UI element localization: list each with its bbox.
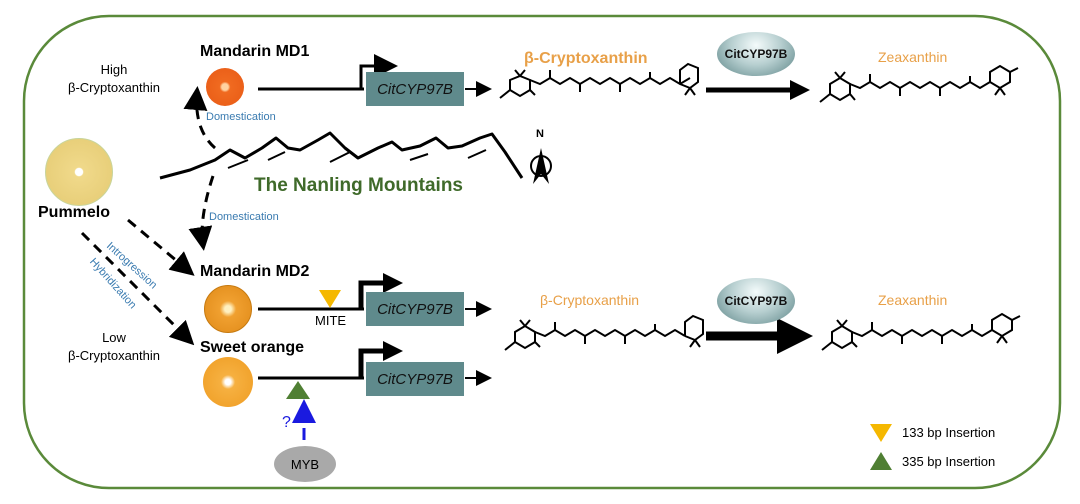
mandarin-md1-label: Mandarin MD1 bbox=[200, 43, 310, 60]
compass-north-label: N bbox=[536, 128, 544, 140]
domestication-arrow-md1 bbox=[183, 86, 217, 150]
md1-enzyme-node: CitCYP97B bbox=[717, 32, 795, 76]
myb-label: MYB bbox=[290, 456, 320, 472]
nanling-mountains-label: The Nanling Mountains bbox=[254, 175, 463, 196]
beta-cryptoxanthin-structure-top bbox=[499, 62, 699, 99]
md2-tss-arrow bbox=[358, 273, 403, 309]
legend-triangle-down-icon bbox=[870, 424, 892, 442]
compass-north-icon bbox=[530, 148, 552, 184]
mite-insertion-marker bbox=[319, 290, 341, 308]
mountains-icon bbox=[159, 131, 524, 180]
unknown-regulation-label: ? bbox=[282, 414, 291, 431]
low-label: Low bbox=[102, 330, 126, 345]
zeaxanthin-structure-bottom bbox=[821, 312, 1021, 351]
domestication-arrow-md2 bbox=[188, 175, 215, 251]
introgression-arrow bbox=[127, 218, 195, 276]
insertion-335bp-marker bbox=[286, 381, 310, 399]
domestication-label-bottom: Domestication bbox=[209, 211, 279, 223]
legend-triangle-up-icon bbox=[870, 452, 892, 470]
domestication-label-top: Domestication bbox=[206, 111, 276, 123]
md1-tss-arrow bbox=[359, 54, 398, 89]
high-label: High bbox=[100, 62, 128, 77]
legend-item-133bp: 133 bp Insertion bbox=[902, 425, 996, 440]
mandarin-md2-label: Mandarin MD2 bbox=[200, 263, 310, 280]
sweet-orange-tss-arrow bbox=[358, 341, 403, 378]
sweet-orange-label: Sweet orange bbox=[200, 339, 305, 356]
mite-label: MITE bbox=[315, 313, 347, 328]
md1-product-label: Zeaxanthin bbox=[878, 49, 948, 65]
bottom-enzyme-node: CitCYP97B bbox=[717, 278, 795, 324]
low-phenotype-label: Low β-Cryptoxanthin bbox=[60, 329, 168, 365]
sweet-orange-fruit-image bbox=[203, 357, 253, 407]
diagram-frame bbox=[22, 14, 1062, 490]
pummelo-fruit-image bbox=[45, 138, 113, 206]
high-beta-cryptoxanthin-label: β-Cryptoxanthin bbox=[67, 80, 160, 95]
low-beta-cryptoxanthin-label: β-Cryptoxanthin bbox=[67, 348, 160, 363]
md1-substrate-label: β-Cryptoxanthin bbox=[524, 50, 648, 68]
bottom-substrate-label: β-Cryptoxanthin bbox=[540, 292, 640, 308]
bottom-product-label: Zeaxanthin bbox=[878, 292, 948, 308]
md1-gene-box: CitCYP97B bbox=[366, 72, 464, 106]
md2-gene-box: CitCYP97B bbox=[366, 292, 464, 326]
high-phenotype-label: High β-Cryptoxanthin bbox=[60, 61, 168, 97]
legend-item-335bp: 335 bp Insertion bbox=[902, 454, 996, 469]
md1-substrate-text: β-Cryptoxanthin bbox=[524, 50, 648, 67]
mandarin-md2-fruit-image bbox=[204, 285, 252, 333]
sweet-orange-gene-box: CitCYP97B bbox=[366, 362, 464, 396]
zeaxanthin-structure-top bbox=[819, 64, 1019, 103]
myb-node: MYB bbox=[274, 446, 336, 482]
mandarin-md1-fruit-image bbox=[206, 68, 244, 106]
beta-cryptoxanthin-structure-bottom bbox=[504, 314, 704, 351]
pummelo-label: Pummelo bbox=[38, 204, 111, 221]
hybridization-arrow bbox=[80, 231, 195, 346]
